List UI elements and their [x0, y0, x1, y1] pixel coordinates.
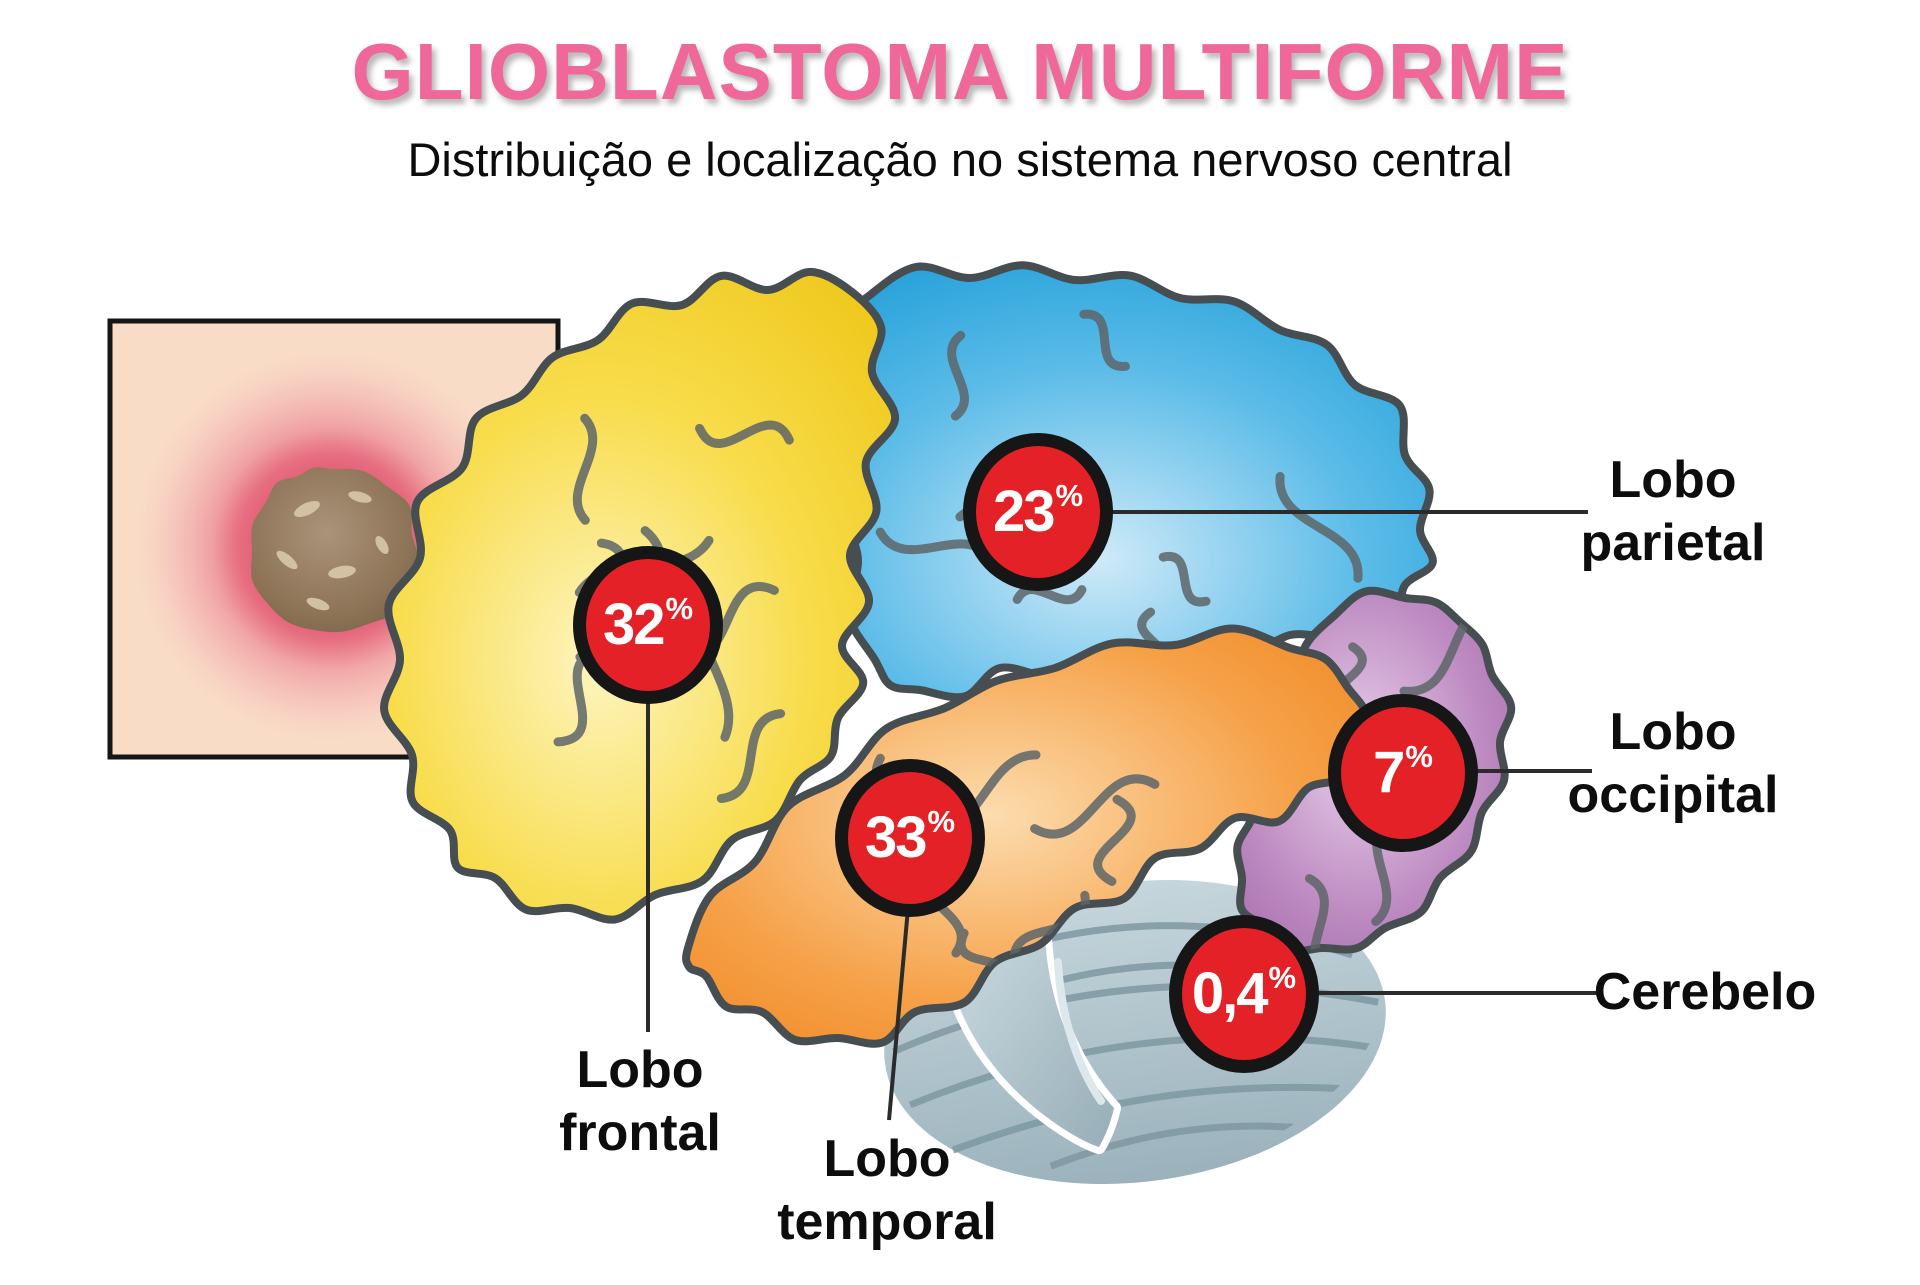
marker-cerebelo-value: 0,4 [1191, 961, 1269, 1026]
marker-temporal: 33 % [835, 759, 985, 917]
percent-sign: % [927, 803, 956, 839]
marker-temporal-value: 33 [864, 805, 927, 870]
tumor-speckles [276, 491, 389, 611]
percent-sign: % [1268, 959, 1297, 995]
marker-frontal-value: 32 [602, 592, 665, 657]
page-subtitle: Distribuição e localização no sistema ne… [407, 133, 1513, 186]
lobe-temporal-shape [682, 624, 1370, 1048]
percent-sign: % [665, 590, 694, 626]
marker-parietal: 23 % [963, 433, 1113, 591]
tumor-shape [251, 467, 419, 633]
marker-occipital: 7 % [1328, 694, 1478, 852]
label-lobo-frontal: Lobo frontal [559, 1041, 721, 1162]
label-lobo-temporal: Lobo temporal [777, 1130, 997, 1251]
label-cerebelo: Cerebelo [1593, 963, 1817, 1021]
label-lobo-occipital: Lobo occipital [1567, 703, 1779, 824]
page-title: GLIOBLASTOMA MULTIFORME [351, 27, 1569, 116]
marker-occipital-value: 7 [1373, 740, 1405, 805]
marker-frontal: 32 % [573, 546, 723, 704]
percent-sign: % [1055, 477, 1084, 513]
label-lobo-parietal: Lobo parietal [1580, 451, 1766, 572]
marker-cerebelo: 0,4 % [1169, 915, 1319, 1073]
marker-parietal-value: 23 [992, 479, 1055, 544]
percent-sign: % [1405, 738, 1433, 774]
